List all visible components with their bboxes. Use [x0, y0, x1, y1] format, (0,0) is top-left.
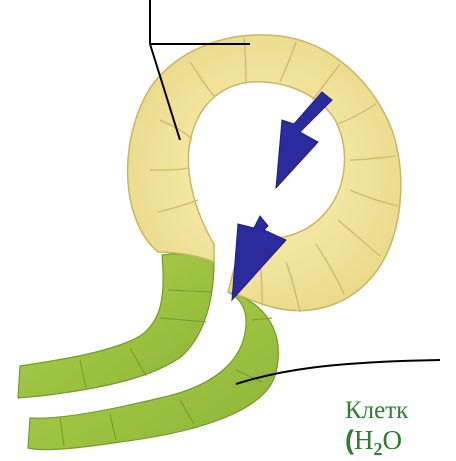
formula-h: H	[354, 425, 374, 455]
cells-label: Клетк	[345, 397, 408, 425]
water-formula-label: (H2O	[345, 425, 402, 460]
epidermal-cell-strand-upper	[18, 254, 214, 398]
formula-o: O	[383, 425, 403, 455]
formula-subscript: 2	[374, 439, 383, 459]
water-flow-arrow-upper	[276, 92, 332, 188]
formula-open-paren: (	[345, 425, 354, 455]
